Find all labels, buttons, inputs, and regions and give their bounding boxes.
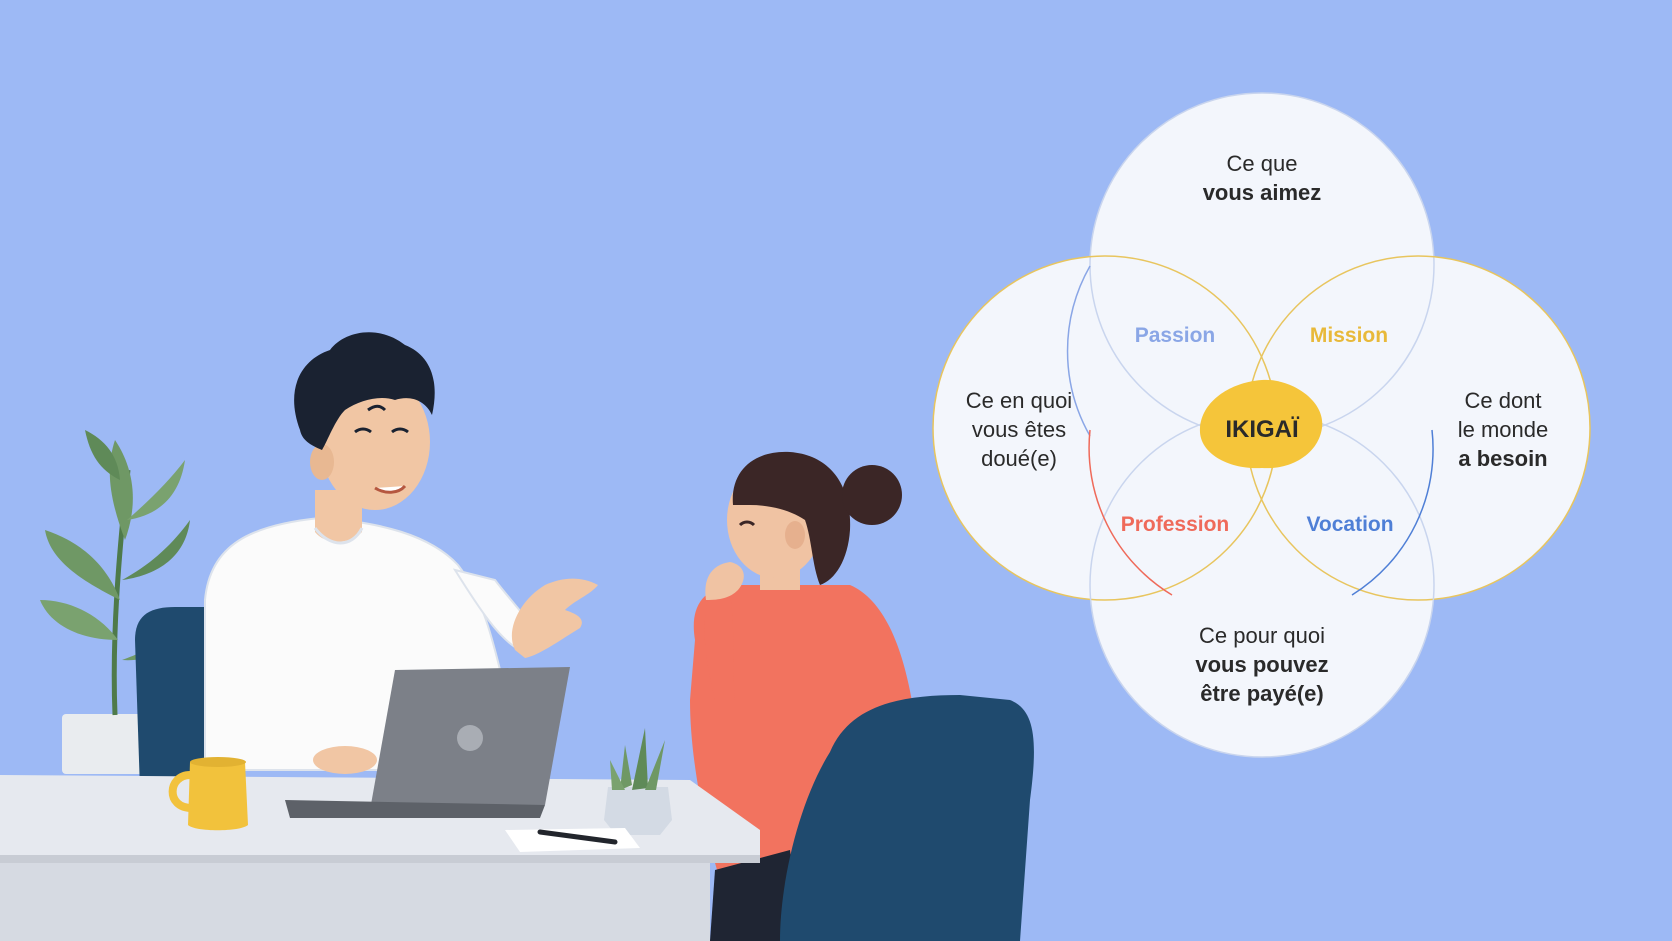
left-circle-line1: Ce en quoi: [966, 388, 1072, 413]
overlap-passion-label: Passion: [1135, 324, 1216, 347]
mug-icon: [168, 757, 248, 831]
bottom-circle-line1: Ce pour quoi: [1199, 623, 1325, 648]
overlap-profession-label: Profession: [1121, 513, 1230, 536]
overlap-mission-label: Mission: [1310, 324, 1388, 347]
left-circle-line3: doué(e): [981, 446, 1057, 471]
bottom-circle-line2: vous pouvez: [1195, 652, 1328, 677]
circle-paid-for: [1090, 413, 1434, 757]
ikigai-center-label: IKIGAÏ: [1225, 416, 1300, 443]
laptop-icon: [285, 667, 570, 818]
top-circle-line1: Ce que: [1227, 151, 1298, 176]
plant-icon: [40, 430, 190, 774]
right-circle-line2: le monde: [1458, 417, 1549, 442]
right-circle-line1: Ce dont: [1464, 388, 1541, 413]
ikigai-venn: IKIGAÏ Passion Mission Profession Vocati…: [932, 92, 1591, 758]
ikigai-blob: [1199, 379, 1323, 469]
man-character: [204, 332, 598, 774]
top-circle-line2: vous aimez: [1203, 180, 1322, 205]
woman-chair: [780, 695, 1034, 941]
small-plant-icon: [604, 728, 672, 835]
woman-character: [690, 451, 920, 941]
left-circle-line2: vous êtes: [972, 417, 1066, 442]
overlap-vocation-label: Vocation: [1306, 513, 1393, 536]
paper-and-pen: [505, 828, 640, 852]
right-circle-line3: a besoin: [1458, 446, 1547, 471]
bottom-circle-line3: être payé(e): [1200, 681, 1324, 706]
